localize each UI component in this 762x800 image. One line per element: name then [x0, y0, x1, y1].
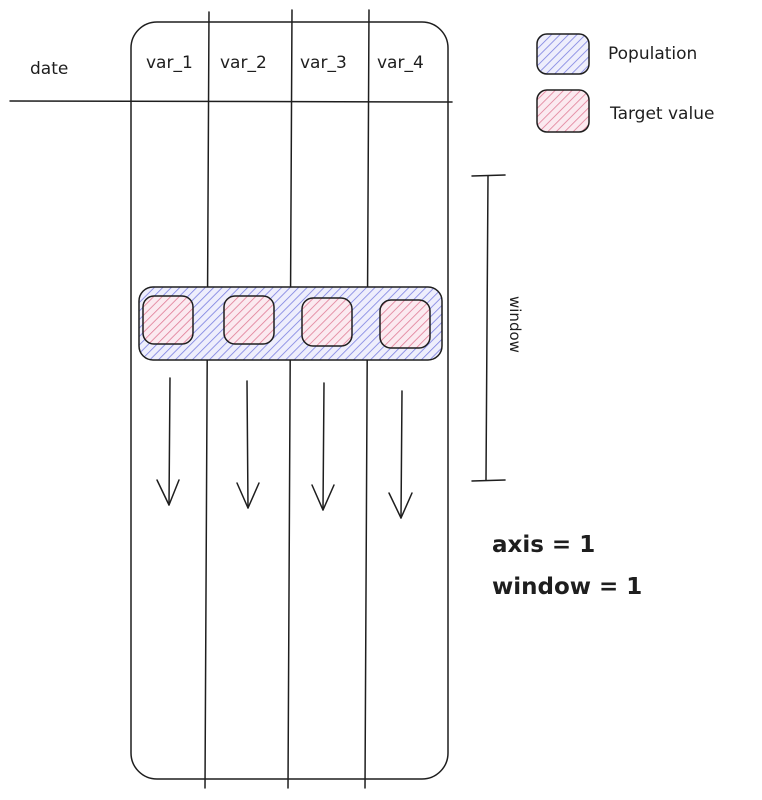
axis-param: axis = 1 [492, 532, 595, 558]
column-divider-2 [287, 9, 293, 789]
column-header-var-3: var_3 [300, 53, 347, 73]
window-param: window = 1 [492, 574, 642, 600]
population-window-band [138, 286, 443, 361]
target-cell-var-3 [301, 297, 353, 347]
legend-target-swatch [536, 89, 590, 133]
arrow-down-icon [388, 390, 413, 519]
table-frame [130, 21, 449, 780]
legend-population-swatch [536, 33, 590, 75]
header-separator [9, 100, 453, 103]
column-divider-3 [364, 9, 370, 789]
legend-population-label: Population [608, 44, 697, 64]
column-divider-1 [204, 11, 210, 789]
target-cell-var-4 [379, 299, 431, 349]
date-label: date [30, 59, 68, 79]
legend-target-label: Target value [609, 104, 714, 124]
column-header-var-2: var_2 [220, 53, 267, 73]
arrow-down-icon [311, 382, 335, 511]
column-header-var-1: var_1 [146, 53, 193, 73]
target-cell-var-2 [223, 295, 275, 345]
column-header-var-4: var_4 [377, 53, 424, 73]
window-bracket [471, 174, 506, 482]
target-cell-var-1 [142, 295, 194, 345]
arrow-down-icon [236, 380, 260, 509]
arrow-down-icon [156, 377, 180, 506]
window-label: window [506, 296, 524, 353]
